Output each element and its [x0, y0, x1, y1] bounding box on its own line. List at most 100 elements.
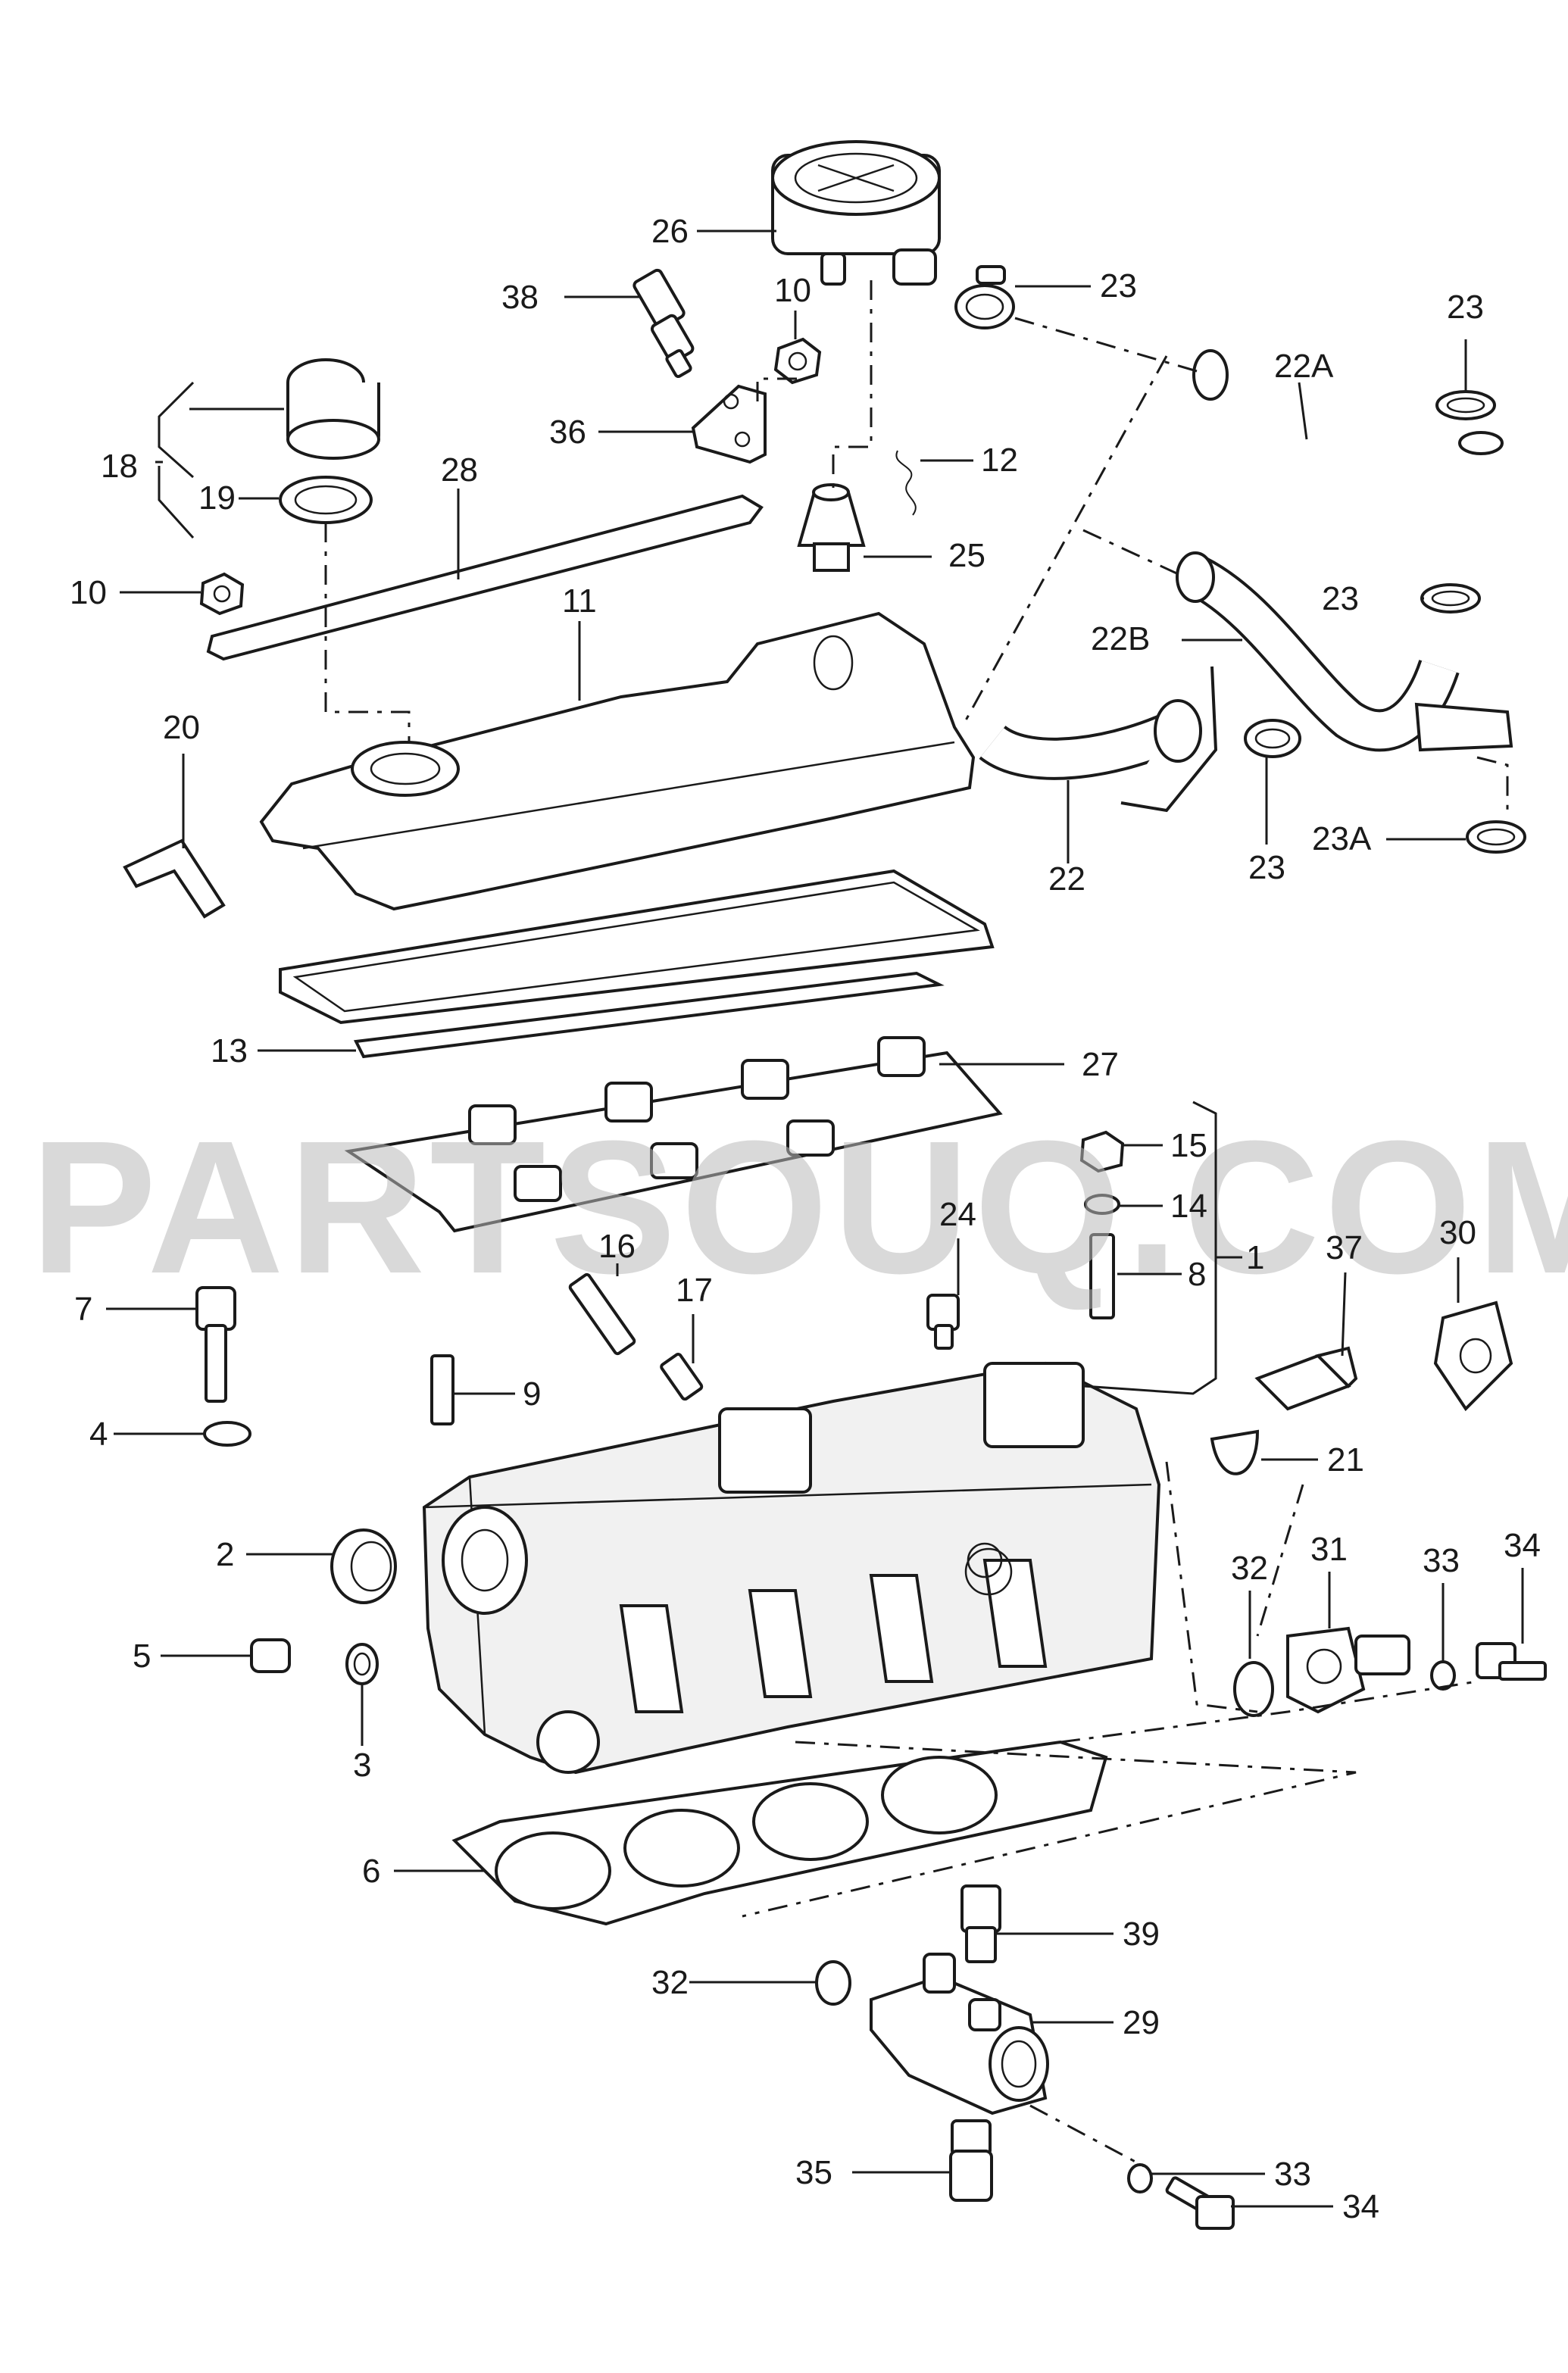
- part-21-plug: [1210, 1429, 1260, 1475]
- part-35-sensor: [949, 2119, 993, 2202]
- callout-23-right-top: 23: [1447, 289, 1484, 326]
- callout-34-lower: 34: [1342, 2188, 1379, 2225]
- callout-16: 16: [598, 1228, 636, 1265]
- callout-20: 20: [163, 709, 200, 746]
- callout-30: 30: [1439, 1214, 1476, 1251]
- part-2-oil-seal: [330, 1528, 397, 1604]
- part-23-clamp-right-top: [1435, 390, 1496, 420]
- part-30-gasket: [1433, 1300, 1513, 1412]
- callout-12: 12: [981, 442, 1018, 479]
- callout-23A: 23A: [1312, 820, 1372, 857]
- callout-32-lower: 32: [651, 1964, 689, 2001]
- callout-8: 8: [1188, 1256, 1206, 1293]
- callout-5: 5: [133, 1638, 151, 1675]
- callout-33-right: 33: [1423, 1542, 1460, 1579]
- callout-19: 19: [198, 479, 236, 517]
- part-38-sensor: [633, 268, 695, 379]
- part-22-hose: [981, 710, 1190, 777]
- part-34-bolt-right: [1476, 1642, 1547, 1681]
- callout-22A: 22A: [1274, 348, 1334, 385]
- part-13-gasket-strip: [353, 971, 945, 1059]
- part-18-filler-cap: [286, 358, 380, 460]
- part-15-nut: [1079, 1130, 1125, 1173]
- parts-illustrations: [123, 140, 1547, 2230]
- part-6-head-gasket: [451, 1740, 1108, 1926]
- part-5-plug: [250, 1638, 291, 1673]
- callout-17: 17: [676, 1272, 713, 1309]
- part-39-sensor: [960, 1884, 1001, 1963]
- callout-33-lower: 33: [1274, 2156, 1311, 2193]
- callout-32-right: 32: [1231, 1550, 1268, 1587]
- leader-lines: [106, 229, 1524, 2208]
- part-cover-gasket: [279, 869, 995, 1025]
- callout-labels: 26 38 10 23 23 22A 18 19 36 28 12 10 25 …: [70, 213, 1541, 2225]
- callout-25: 25: [948, 537, 985, 574]
- part-26-breather: [771, 140, 941, 286]
- part-10-nut-left: [199, 572, 245, 616]
- callout-23-right-mid: 23: [1322, 580, 1359, 617]
- callout-10-upper: 10: [774, 272, 811, 309]
- part-33-washer-lower: [1127, 2163, 1153, 2193]
- callout-10-left: 10: [70, 574, 107, 611]
- part-22B-hose: [1188, 559, 1457, 749]
- part-20-hex-key: [123, 838, 226, 919]
- callout-23-center: 23: [1248, 849, 1285, 886]
- watermark-text: PARTSOUQ.COM: [30, 1101, 1568, 1313]
- callout-21: 21: [1327, 1441, 1364, 1478]
- part-16-stud: [568, 1272, 636, 1356]
- callout-6: 6: [362, 1853, 380, 1890]
- callout-18: 18: [101, 448, 138, 485]
- callout-22: 22: [1048, 860, 1085, 898]
- callout-34-right: 34: [1504, 1527, 1541, 1564]
- part-36-bracket: [691, 384, 767, 464]
- part-28-gasket-strip: [206, 494, 764, 661]
- part-7-bolt: [195, 1286, 236, 1403]
- part-29-coolant-housing: [870, 1953, 1049, 2115]
- callout-23-upper: 23: [1100, 267, 1137, 304]
- callout-2: 2: [216, 1536, 234, 1573]
- part-17-stud: [660, 1353, 704, 1401]
- part-3-seal: [345, 1643, 379, 1685]
- callout-31: 31: [1310, 1531, 1348, 1568]
- callout-36: 36: [549, 414, 586, 451]
- callout-7: 7: [74, 1291, 92, 1328]
- part-24-bolt: [926, 1294, 960, 1350]
- callout-24: 24: [939, 1196, 976, 1233]
- callout-29: 29: [1123, 2004, 1160, 2041]
- part-25-grommet: [797, 483, 866, 572]
- callout-14: 14: [1170, 1188, 1207, 1225]
- part-8-stud: [1089, 1233, 1115, 1319]
- part-32-ring-lower: [815, 1960, 851, 2006]
- callout-13: 13: [211, 1032, 248, 1069]
- part-9-stud: [430, 1354, 454, 1425]
- part-27-rail: [344, 1036, 1003, 1233]
- callout-35: 35: [795, 2154, 832, 2191]
- callout-9: 9: [523, 1375, 541, 1413]
- part-11-valve-cover: [259, 611, 976, 911]
- callout-3: 3: [353, 1747, 371, 1784]
- callout-15: 15: [1170, 1127, 1207, 1164]
- part-23-clamp-center: [1244, 719, 1301, 758]
- part-23A-clamp: [1466, 820, 1526, 854]
- part-23-clamp-upper: [954, 265, 1015, 329]
- part-34-bolt-lower: [1165, 2176, 1235, 2230]
- callout-22B: 22B: [1091, 620, 1150, 657]
- callout-26: 26: [651, 213, 689, 250]
- part-4-washer: [203, 1421, 251, 1447]
- callout-4: 4: [89, 1416, 108, 1453]
- callout-28: 28: [441, 451, 478, 489]
- callout-27: 27: [1082, 1046, 1119, 1083]
- callout-1: 1: [1246, 1239, 1264, 1276]
- part-14-washer: [1084, 1194, 1120, 1215]
- callout-37: 37: [1326, 1229, 1363, 1266]
- callout-38: 38: [501, 279, 539, 316]
- part-32-ring-right: [1233, 1661, 1274, 1717]
- part-37-sensor: [1254, 1346, 1358, 1411]
- part-12-clip: [895, 450, 917, 516]
- part-10-nut-upper: [773, 337, 822, 385]
- callout-39: 39: [1123, 1916, 1160, 1953]
- part-31-flange: [1286, 1626, 1410, 1714]
- part-19-seal: [279, 476, 373, 524]
- part-23-clamp-right-mid: [1420, 583, 1481, 614]
